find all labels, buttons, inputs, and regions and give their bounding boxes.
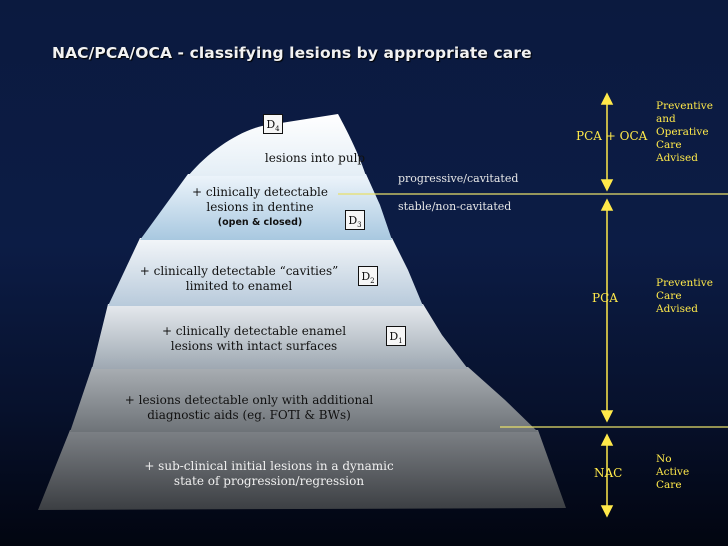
stable-noncavitated-label: stable/non-cavitated bbox=[398, 200, 512, 213]
iceberg-layer-5 bbox=[70, 367, 538, 432]
pca-oca-label: PCA + OCA bbox=[576, 129, 648, 143]
d1-box: D1 bbox=[386, 326, 406, 346]
pca-label: PCA bbox=[592, 291, 618, 305]
iceberg-layer-4 bbox=[92, 304, 468, 369]
layer-5-text: + lesions detectable only with additiona… bbox=[124, 393, 374, 422]
layer-2-text: + clinically detectable lesions in denti… bbox=[191, 185, 328, 228]
iceberg-layer-3 bbox=[108, 238, 423, 306]
nac-label: NAC bbox=[594, 466, 623, 480]
layer-4-text: + clinically detectable enamel lesions w… bbox=[161, 324, 347, 353]
iceberg-layer-6 bbox=[38, 430, 566, 510]
layer-6-text: + sub-clinical initial lesions in a dyna… bbox=[144, 459, 394, 488]
progressive-cavitated-label: progressive/cavitated bbox=[398, 172, 519, 185]
d2-box: D2 bbox=[358, 266, 378, 286]
nac-description: No Active Care bbox=[656, 453, 690, 491]
pca-oca-description: Preventive and Operative Care Advised bbox=[656, 100, 713, 164]
arrow-pca bbox=[600, 198, 614, 423]
d4-box: D4 bbox=[263, 114, 283, 134]
layer-3-text: + clinically detectable “cavities” limit… bbox=[139, 264, 339, 293]
slide-title: NAC/PCA/OCA - classifying lesions by app… bbox=[52, 44, 532, 62]
d3-box: D3 bbox=[345, 210, 365, 230]
arrow-pca-oca bbox=[600, 92, 614, 192]
arrow-nac bbox=[600, 433, 614, 518]
iceberg-layer-1 bbox=[188, 114, 366, 176]
layer-1-text: lesions into pulp bbox=[264, 151, 366, 165]
iceberg-layer-2 bbox=[140, 174, 392, 240]
pca-description: Preventive Care Advised bbox=[656, 277, 713, 315]
